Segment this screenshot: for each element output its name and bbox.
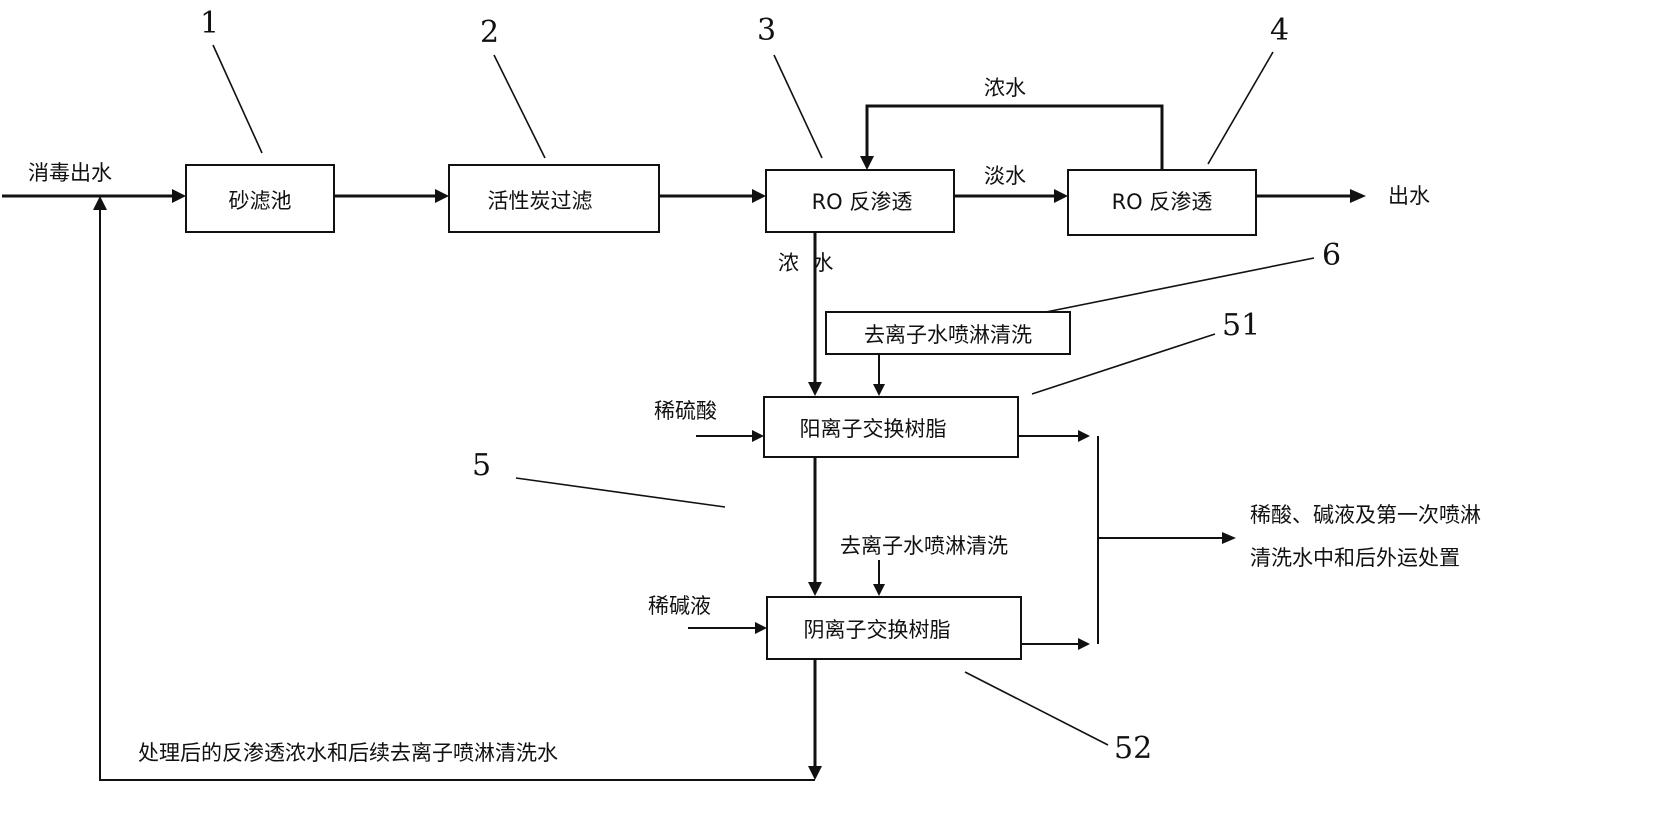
concentrate-top-label: 浓水 [984, 76, 1026, 100]
arrow-into-carbon-filter [435, 189, 449, 203]
waste-label-line2: 清洗水中和后外运处置 [1250, 546, 1460, 570]
cation-resin-label: 阳离子交换树脂 [800, 417, 947, 441]
ro2-label: RO 反渗透 [1112, 190, 1213, 214]
anion-resin-label: 阴离子交换树脂 [804, 618, 951, 642]
concentrate-return-line [865, 104, 1164, 170]
arrow-anion-down [808, 766, 822, 780]
sand-filter-box [185, 164, 335, 233]
anion-resin-box [766, 596, 1022, 660]
ro1-box [765, 169, 955, 233]
ref-4: 4 [1270, 13, 1289, 48]
leader-4 [1207, 51, 1274, 165]
arrow-recycle-into-inlet [93, 196, 107, 210]
ref-2: 2 [480, 15, 499, 50]
ref-1: 1 [200, 6, 219, 41]
arrow-into-sand-filter [172, 189, 186, 203]
sand-filter-label: 砂滤池 [229, 189, 292, 213]
deionized-rinse-2-label: 去离子水喷淋清洗 [840, 534, 1008, 558]
waste-label-line1: 稀酸、碱液及第一次喷淋 [1250, 503, 1481, 527]
recycle-label: 处理后的反渗透浓水和后续去离子喷淋清洗水 [138, 741, 558, 765]
carbon-filter-label: 活性炭过滤 [488, 189, 593, 213]
outlet-label: 出水 [1388, 184, 1430, 208]
arrow-cation-waste [1078, 430, 1090, 442]
leader-52 [964, 671, 1109, 746]
leader-1 [212, 44, 263, 154]
arrow-rinse2 [873, 584, 885, 596]
ro2-box [1067, 169, 1257, 236]
arrow-into-ro1-top [860, 156, 874, 170]
arrow-outlet [1350, 189, 1366, 203]
arrow-into-anion-resin [808, 582, 822, 596]
arrow-into-ro1 [752, 189, 766, 203]
dilute-alkali-label: 稀碱液 [648, 594, 711, 618]
ro1-label: RO 反渗透 [812, 190, 913, 214]
ref-6: 6 [1322, 238, 1341, 273]
deionized-rinse-box-label: 去离子水喷淋清洗 [864, 323, 1032, 347]
ref-5: 5 [472, 448, 491, 483]
ref-3: 3 [757, 13, 776, 48]
deionized-rinse-box [825, 311, 1071, 355]
recycle-line [99, 208, 815, 781]
arrow-anion-waste [1078, 638, 1090, 650]
leader-3 [773, 54, 823, 159]
carbon-filter-box [448, 164, 660, 233]
concentrate-down-label: 浓 水 [778, 251, 833, 275]
inlet-label: 消毒出水 [28, 161, 112, 185]
ref-52: 52 [1114, 731, 1152, 766]
permeate-label: 淡水 [984, 164, 1026, 188]
arrow-dilute-alkali [755, 622, 767, 634]
arrow-rinse1 [873, 384, 885, 396]
dilute-acid-label: 稀硫酸 [654, 399, 717, 423]
cation-resin-box [763, 396, 1019, 458]
leader-6 [1045, 257, 1315, 313]
arrow-into-cation-resin [808, 382, 822, 396]
arrow-waste-out [1222, 532, 1236, 544]
leader-51 [1031, 333, 1216, 395]
arrow-dilute-acid [752, 430, 764, 442]
leader-2 [493, 54, 546, 159]
arrow-into-ro2 [1054, 189, 1068, 203]
leader-5 [515, 477, 726, 508]
ref-51: 51 [1222, 308, 1260, 343]
